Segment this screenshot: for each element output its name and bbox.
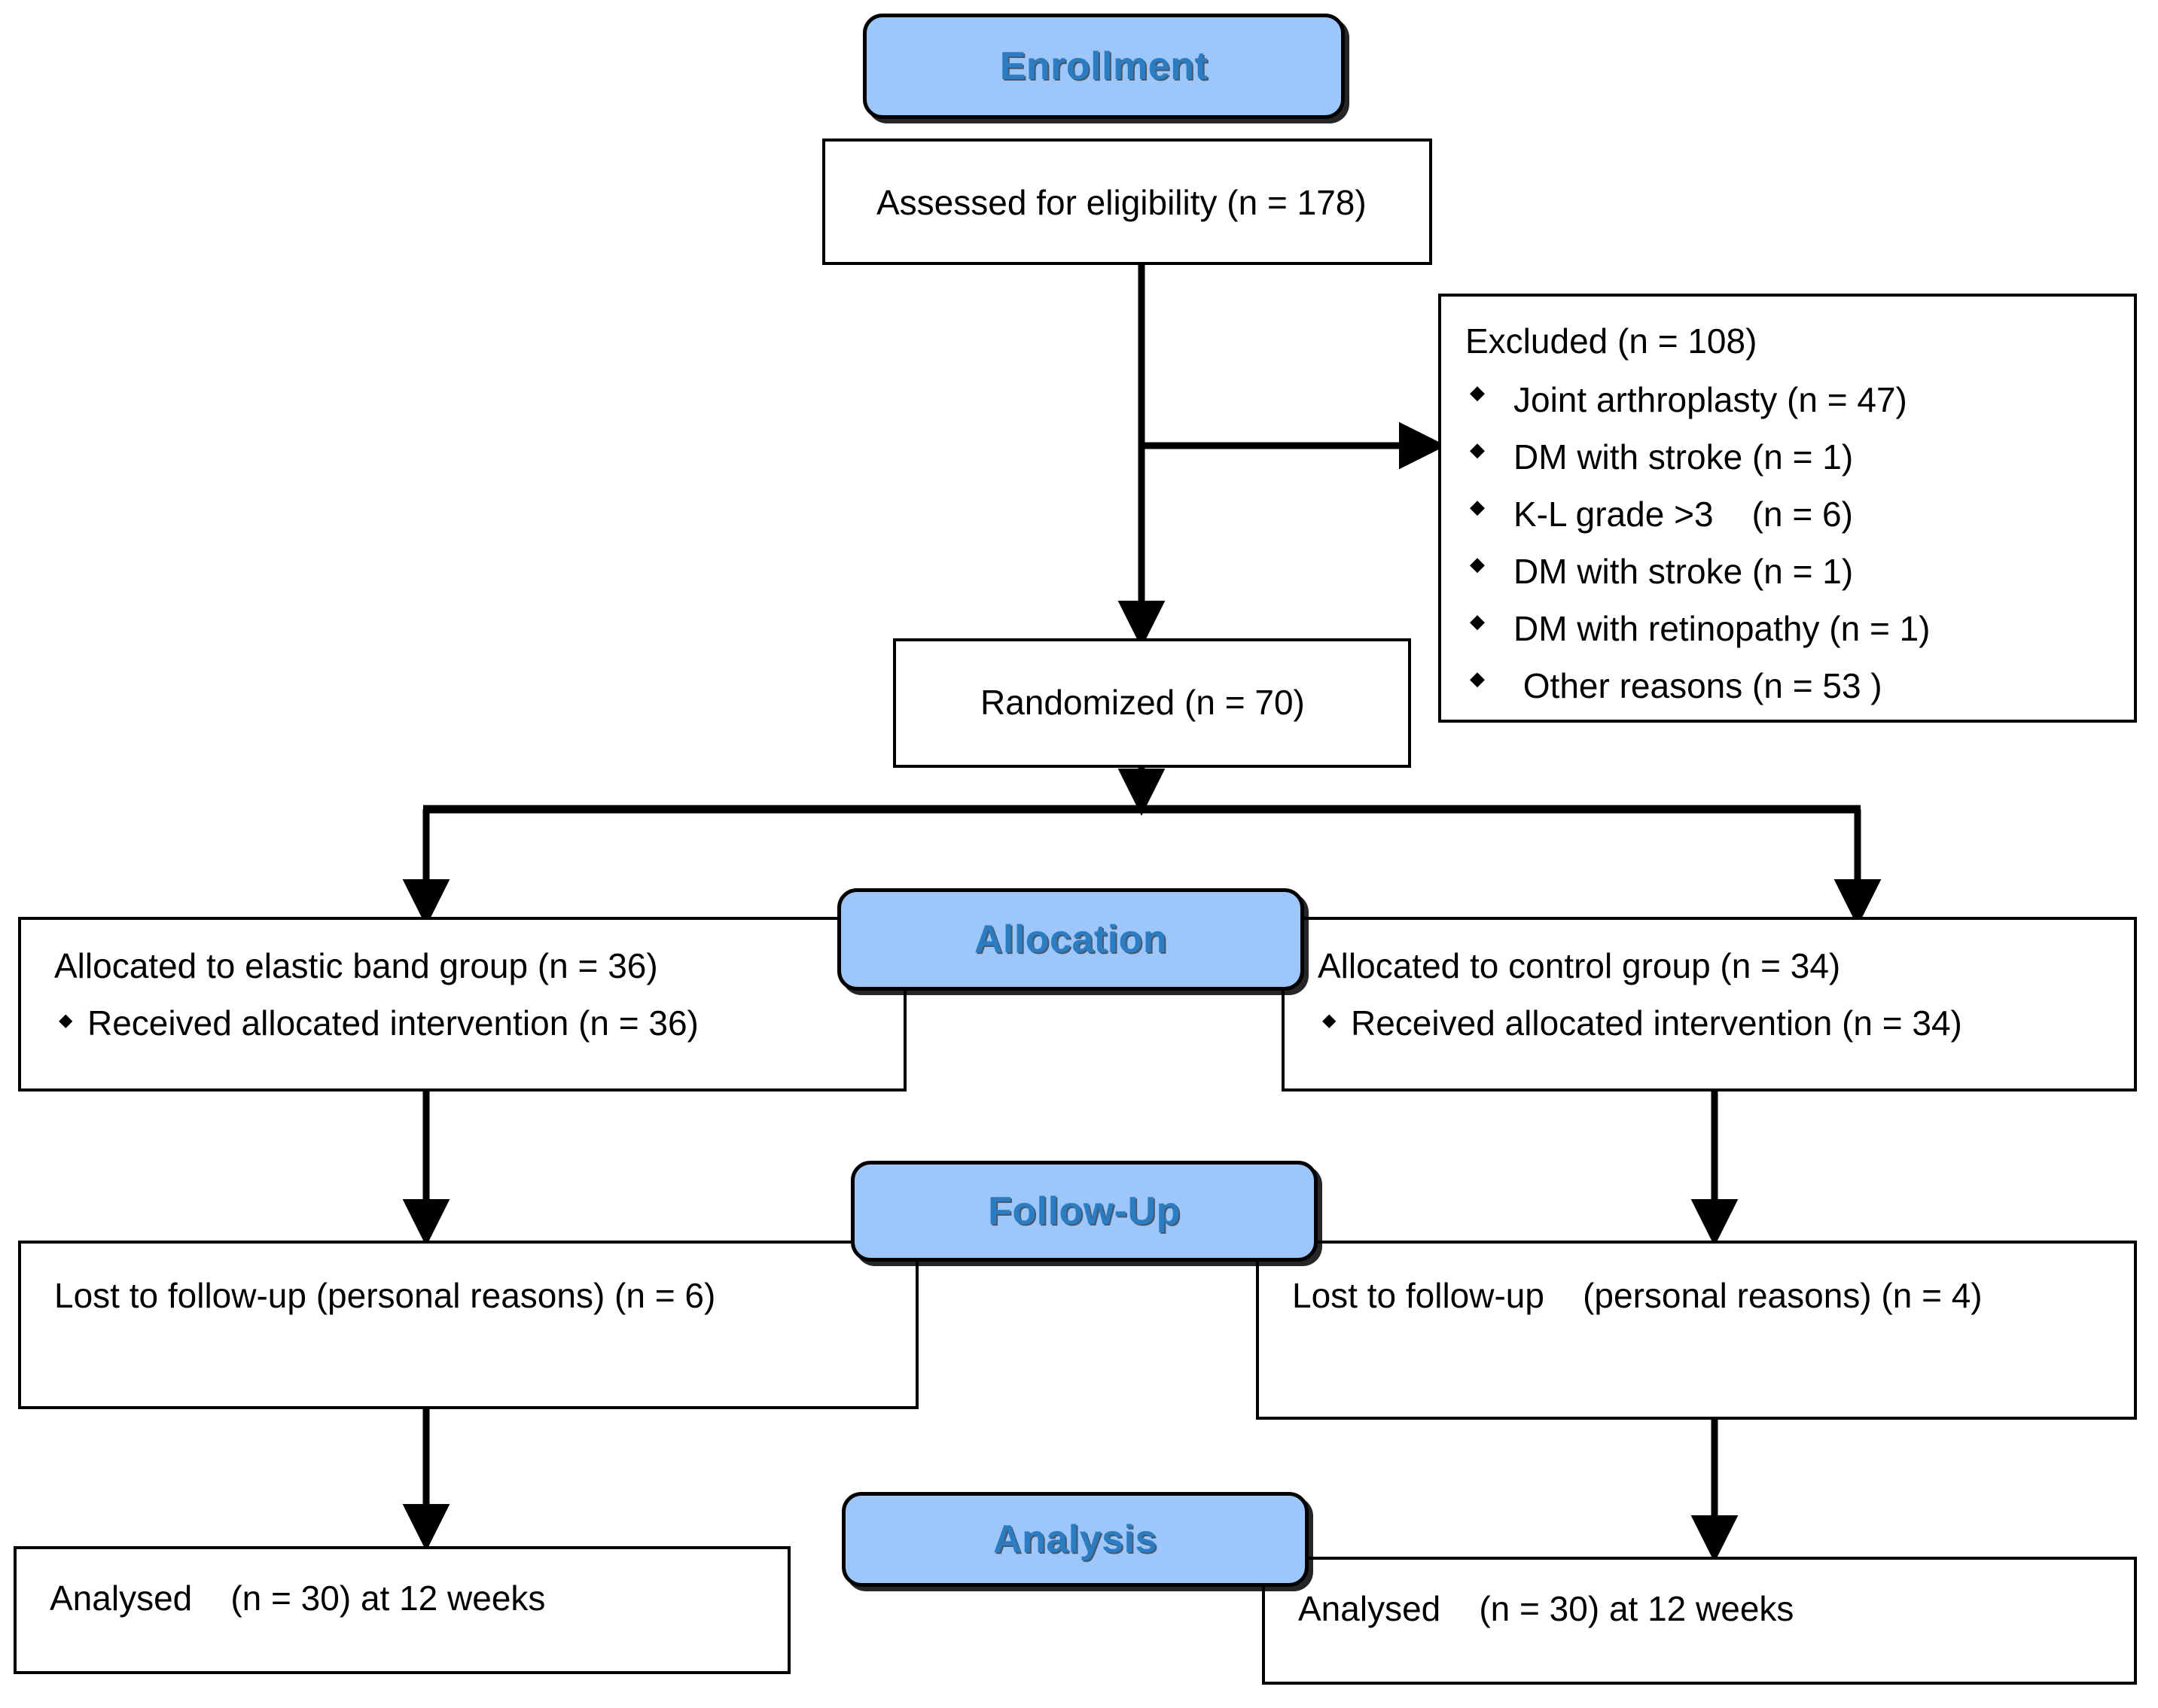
- excluded-reason-item: Other reasons (n = 53 ): [1447, 665, 2125, 706]
- banner-follow-up-label: Follow-Up: [988, 1189, 1181, 1233]
- banner-enrollment: Enrollment: [863, 14, 1345, 119]
- box-analysis-left: Analysed (n = 30) at 12 weeks: [14, 1546, 791, 1674]
- assessed-text: Assessed for eligibility (n = 178): [876, 183, 1367, 222]
- box-randomized: Randomized (n = 70): [893, 638, 1411, 768]
- randomized-text: Randomized (n = 70): [980, 683, 1305, 722]
- box-followup-left: Lost to follow-up (personal reasons) (n …: [18, 1241, 919, 1409]
- excluded-reason-item: K-L grade >3 (n = 6): [1447, 494, 2125, 534]
- followup-left-text: Lost to follow-up (personal reasons) (n …: [54, 1276, 716, 1315]
- box-followup-right: Lost to follow-up (personal reasons) (n …: [1256, 1241, 2137, 1420]
- box-allocation-right: Allocated to control group (n = 34) Rece…: [1282, 917, 2137, 1091]
- followup-right-text: Lost to follow-up (personal reasons) (n …: [1292, 1276, 1983, 1315]
- excluded-reason-item: DM with stroke (n = 1): [1447, 437, 2125, 477]
- banner-analysis: Analysis: [842, 1492, 1309, 1587]
- allocation-left-line2: Received allocated intervention (n = 36): [54, 1006, 937, 1040]
- banner-follow-up: Follow-Up: [851, 1161, 1318, 1262]
- box-analysis-right: Analysed (n = 30) at 12 weeks: [1262, 1557, 2137, 1685]
- banner-enrollment-label: Enrollment: [999, 44, 1209, 88]
- excluded-heading: Excluded (n = 108): [1465, 321, 1757, 361]
- excluded-reason-item: DM with retinopathy (n = 1): [1447, 608, 2125, 649]
- box-excluded: Excluded (n = 108) Joint arthroplasty (n…: [1438, 294, 2137, 723]
- allocation-right-line2: Received allocated intervention (n = 34): [1318, 1006, 2158, 1040]
- allocation-left-line1: Allocated to elastic band group (n = 36): [54, 946, 658, 985]
- box-assessed-for-eligibility: Assessed for eligibility (n = 178): [822, 139, 1432, 265]
- analysis-left-text: Analysed (n = 30) at 12 weeks: [50, 1579, 546, 1618]
- banner-allocation: Allocation: [837, 888, 1304, 991]
- analysis-right-text: Analysed (n = 30) at 12 weeks: [1298, 1589, 1794, 1628]
- allocation-right-line1: Allocated to control group (n = 34): [1318, 946, 1841, 985]
- banner-allocation-label: Allocation: [974, 918, 1168, 961]
- excluded-reason-item: DM with stroke (n = 1): [1447, 551, 2125, 592]
- excluded-reason-list: Joint arthroplasty (n = 47) DM with stro…: [1447, 379, 2125, 723]
- banner-analysis-label: Analysis: [993, 1518, 1157, 1561]
- excluded-reason-item: Joint arthroplasty (n = 47): [1447, 379, 2125, 420]
- box-allocation-left: Allocated to elastic band group (n = 36)…: [18, 917, 907, 1091]
